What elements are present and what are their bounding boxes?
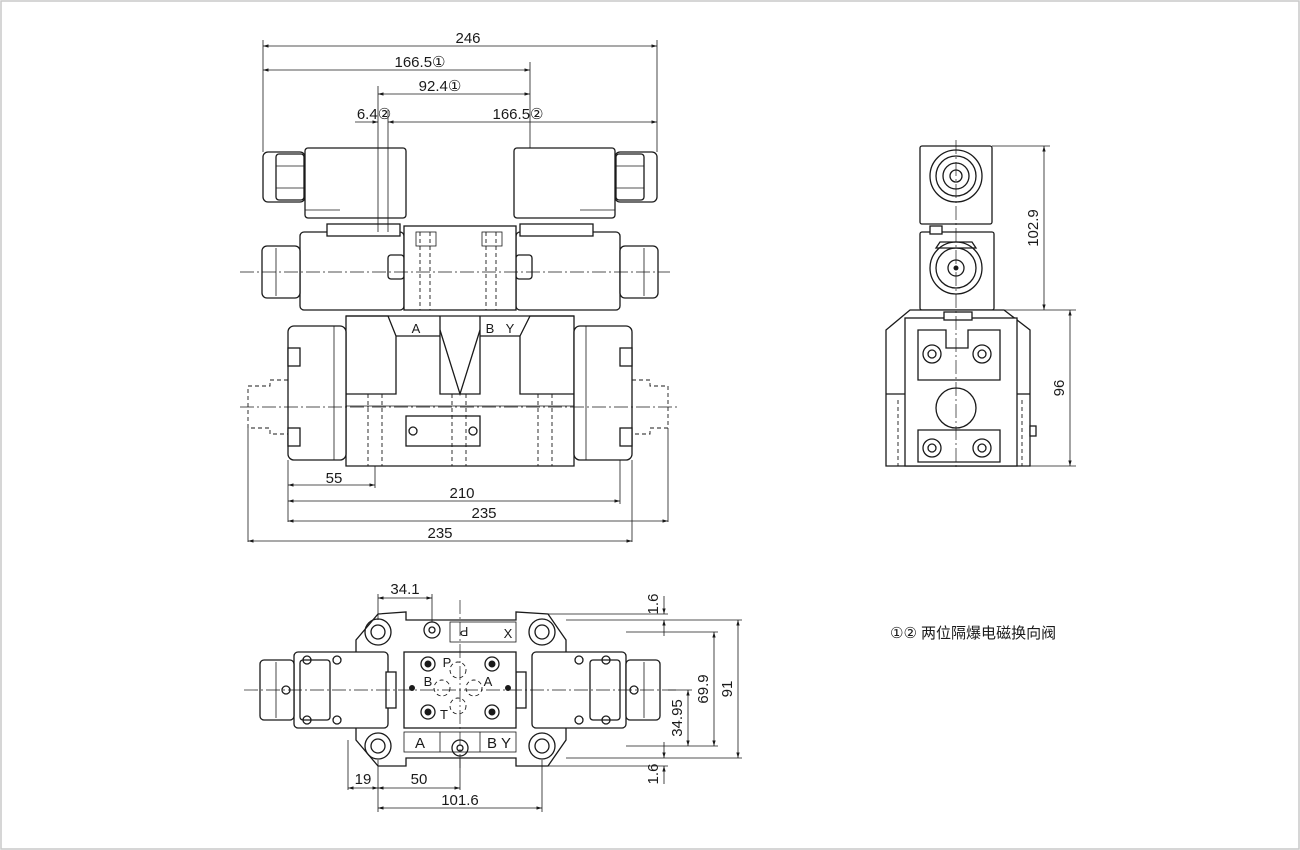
dim-50: 50 — [411, 771, 428, 788]
front-port-a-label: A — [412, 321, 421, 336]
front-port-y-label: Y — [506, 321, 515, 336]
front-view-dimensions: 246 166.5① 92.4① 6.4② 166.5② 55 210 235 … — [247, 30, 669, 543]
dim-166-5-2: 166.5② — [493, 106, 544, 123]
front-main-body: A B Y — [345, 315, 575, 467]
dim-34-1: 34.1 — [390, 581, 419, 598]
plan-port-x-label: X — [504, 626, 513, 641]
dim-102-9: 102.9 — [1025, 209, 1042, 247]
side-view-dimensions: 102.9 96 — [992, 145, 1076, 467]
dim-96: 96 — [1051, 380, 1068, 397]
front-view: A B Y — [240, 147, 680, 467]
plan-port-by-label: B Y — [487, 735, 511, 752]
plan-port-p-label: P — [443, 655, 452, 670]
dim-166-5-1: 166.5① — [395, 54, 446, 71]
dim-210: 210 — [449, 485, 474, 502]
dim-91: 91 — [719, 681, 736, 698]
dim-235-a: 235 — [471, 505, 496, 522]
dim-6-4: 6.4② — [357, 106, 391, 123]
dim-1-6-top: 1.6 — [645, 594, 662, 615]
plan-view: P X P B A T A B Y — [244, 600, 676, 770]
front-left-solenoid — [261, 147, 407, 311]
dim-246: 246 — [455, 30, 480, 47]
dim-235-b: 235 — [427, 525, 452, 542]
dim-19: 19 — [355, 771, 372, 788]
side-view — [885, 140, 1037, 470]
plan-view-dimensions: 34.1 1.6 34.95 69.9 91 1.6 19 50 — [347, 581, 742, 812]
front-pilot-valve — [403, 225, 517, 311]
dim-92-4: 92.4① — [419, 78, 462, 95]
plan-port-a-label: A — [484, 674, 493, 689]
front-right-solenoid — [513, 147, 659, 311]
dim-101-6: 101.6 — [441, 792, 479, 809]
front-main-end-caps — [247, 325, 669, 461]
legend-note: ①② 两位隔爆电磁换向阀 — [890, 625, 1056, 642]
dim-34-95: 34.95 — [669, 699, 686, 737]
plan-port-b-label: B — [424, 674, 433, 689]
plan-port-t-label: T — [440, 707, 448, 722]
plan-port-a-bottom-label: A — [415, 735, 425, 752]
dim-55: 55 — [326, 470, 343, 487]
dim-1-6-bottom: 1.6 — [645, 764, 662, 785]
plan-port-p-top-label: P — [460, 624, 469, 639]
dim-69-9: 69.9 — [695, 674, 712, 703]
front-port-b-label: B — [486, 321, 495, 336]
